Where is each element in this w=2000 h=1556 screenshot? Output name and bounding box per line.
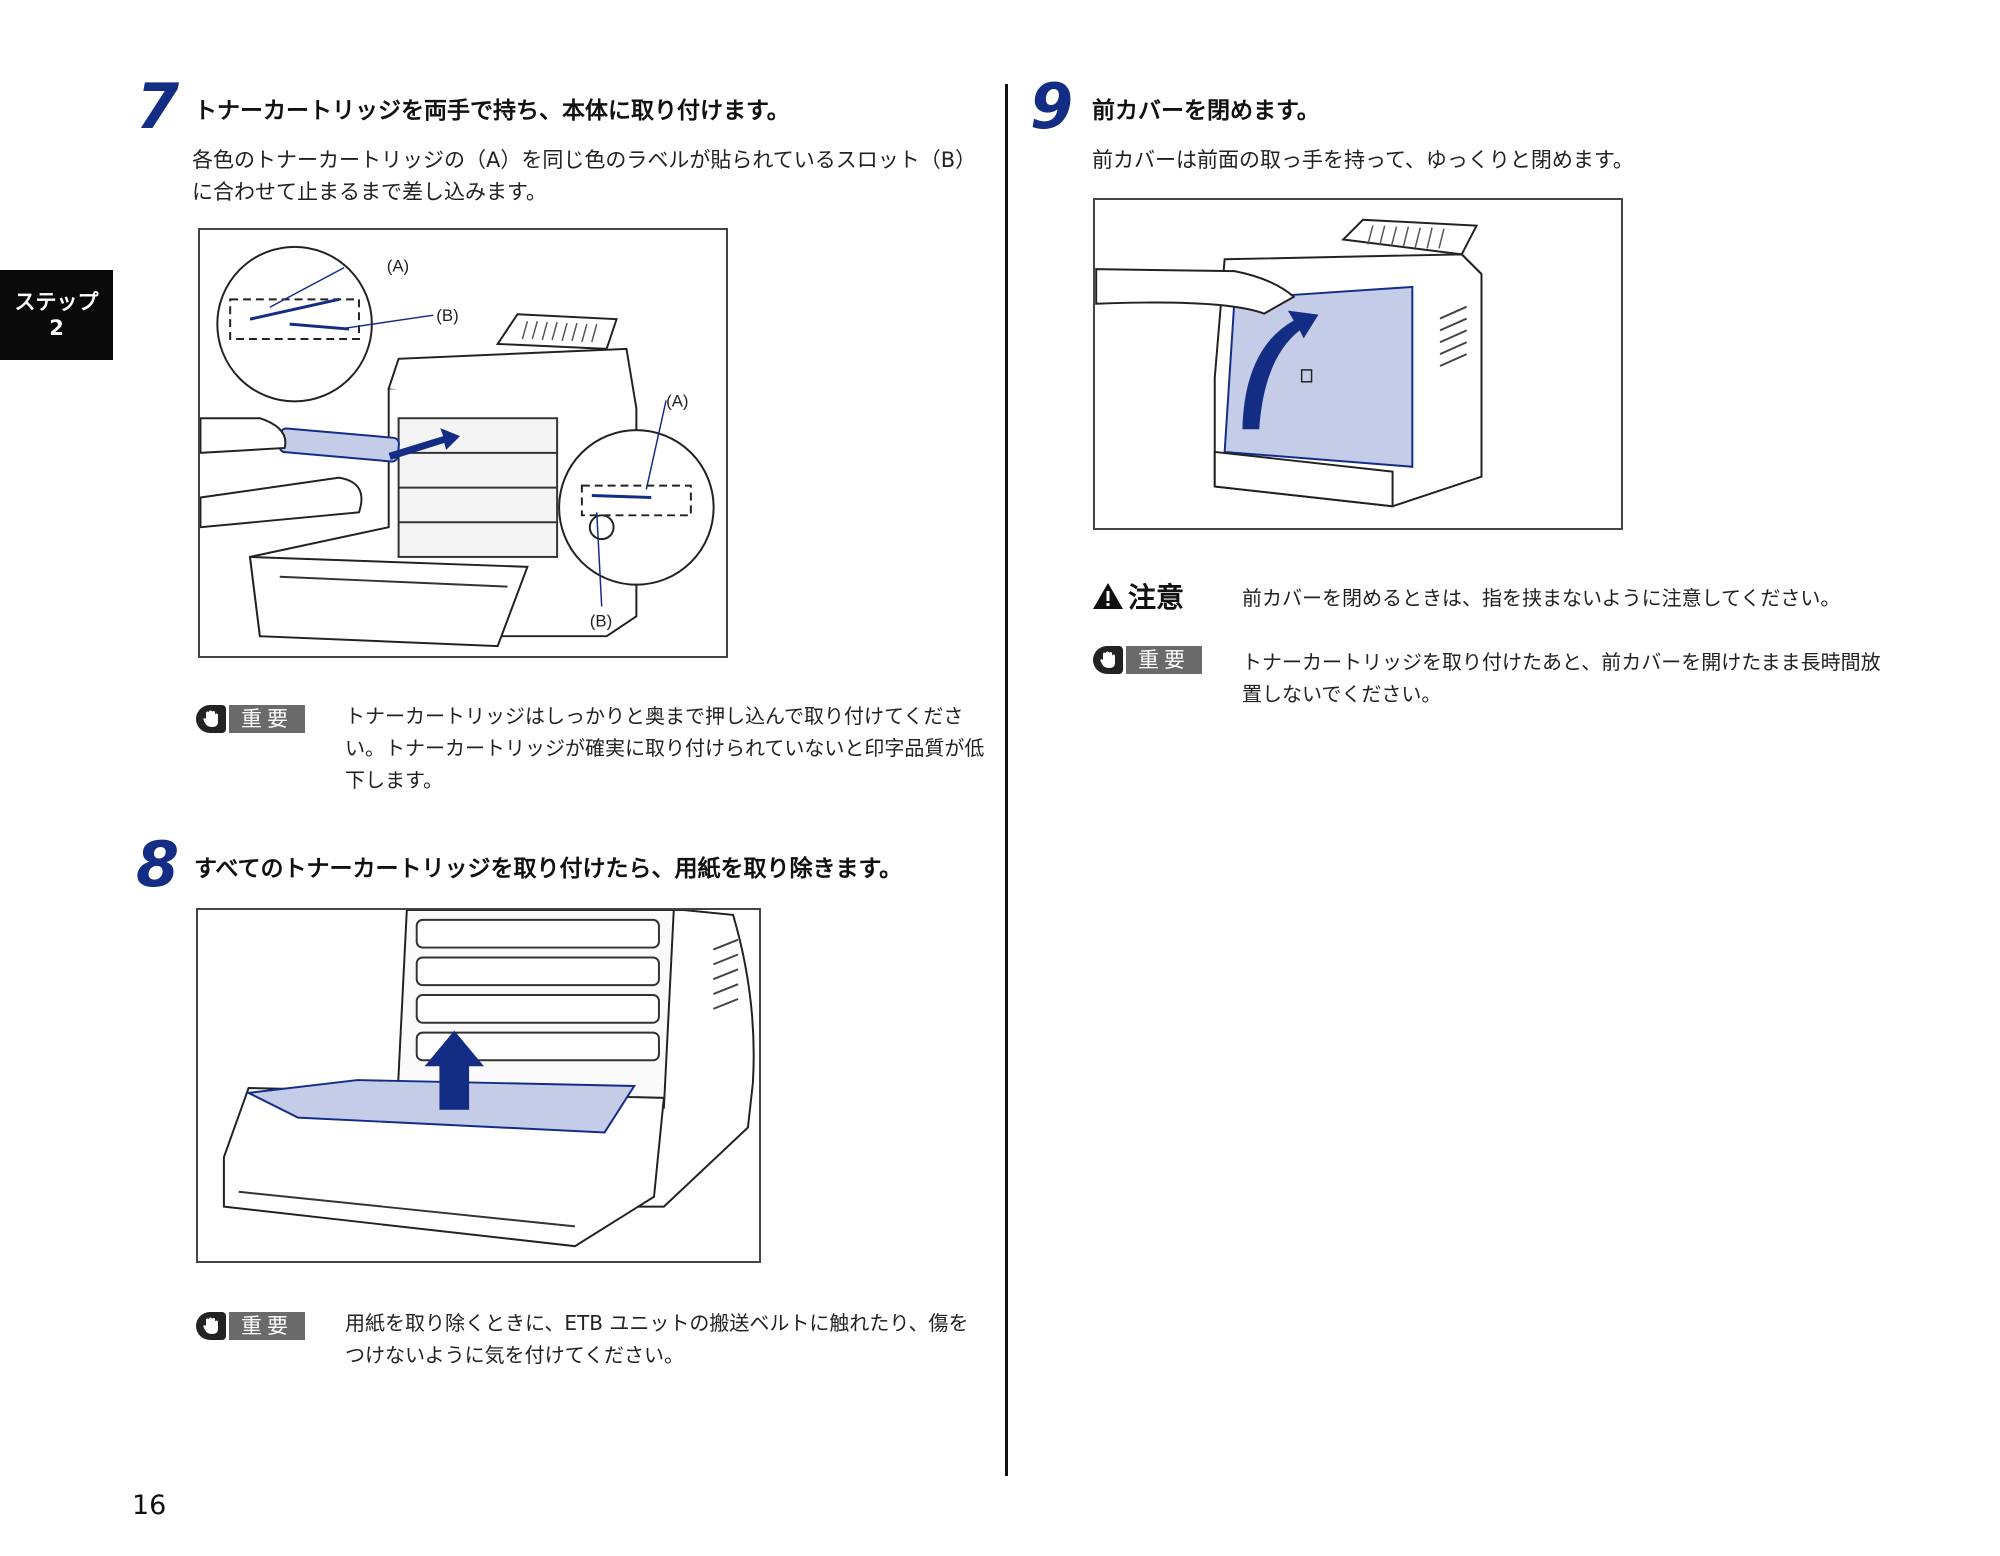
remove-paper-illustration	[222, 910, 755, 1248]
step-9-note-line1: トナーカートリッジを取り付けたあと、前カバーを開けたまま長時間放	[1242, 650, 1881, 674]
step-7-number: 7	[136, 70, 180, 143]
step-9-number: 9	[1030, 70, 1074, 143]
step-side-tab: ステップ 2	[0, 270, 113, 360]
column-divider	[1005, 84, 1008, 1476]
step-7-title: トナーカートリッジを両手で持ち、本体に取り付けます。	[194, 98, 790, 124]
step-7-body-line2: に合わせて止まるまで差し込みます。	[192, 180, 547, 204]
step-tab-number: 2	[49, 316, 64, 340]
step-7-figure: (A) (B) (A) (B)	[198, 228, 728, 658]
important-badge-label: 重要	[229, 1312, 305, 1340]
label-a-top: (A)	[387, 257, 409, 276]
page-number: 16	[132, 1490, 167, 1521]
step-8-note-line2: つけないように気を付けてください。	[345, 1343, 684, 1367]
step-7-note-line2: い。トナーカートリッジが確実に取り付けられていないと印字品質が低	[345, 736, 985, 760]
step-9-title: 前カバーを閉めます。	[1092, 98, 1320, 124]
caution-text: 前カバーを閉めるときは、指を挟まないように注意してください。	[1242, 586, 1841, 610]
step-8-figure	[196, 908, 761, 1263]
hand-stop-icon	[196, 1312, 226, 1340]
important-badge: 重要	[1093, 646, 1202, 674]
step-9-body: 前カバーは前面の取っ手を持って、ゆっくりと閉めます。	[1092, 148, 1634, 172]
important-badge: 重要	[196, 1312, 305, 1340]
step-7-note-line1: トナーカートリッジはしっかりと奥まで押し込んで取り付けてくださ	[345, 704, 964, 728]
step-tab-label: ステップ	[14, 290, 99, 314]
caution-heading: 注意	[1092, 576, 1184, 616]
label-a-right: (A)	[666, 391, 688, 410]
step-7-body-line1: 各色のトナーカートリッジの（A）を同じ色のラベルが貼られているスロット（B）	[192, 148, 977, 172]
step-9-note-line2: 置しないでください。	[1242, 682, 1442, 706]
close-front-cover-illustration	[1095, 218, 1483, 508]
toner-install-illustration: (A) (B) (A) (B)	[200, 245, 715, 648]
hand-stop-icon	[196, 705, 226, 733]
label-b-top: (B)	[436, 306, 458, 325]
step-8-number: 8	[136, 828, 180, 901]
label-b-bottom: (B)	[590, 611, 612, 630]
important-badge-label: 重要	[229, 705, 305, 733]
step-9-figure	[1093, 198, 1623, 530]
warning-triangle-icon	[1093, 583, 1123, 609]
caution-label: 注意	[1128, 581, 1185, 614]
step-7-note-line3: 下します。	[345, 768, 443, 792]
important-badge-label: 重要	[1126, 646, 1202, 674]
hand-stop-icon	[1093, 646, 1123, 674]
step-8-note-line1: 用紙を取り除くときに、ETB ユニットの搬送ベルトに触れたり、傷を	[345, 1311, 969, 1335]
step-8-title: すべてのトナーカートリッジを取り付けたら、用紙を取り除きます。	[194, 856, 903, 882]
important-badge: 重要	[196, 705, 305, 733]
